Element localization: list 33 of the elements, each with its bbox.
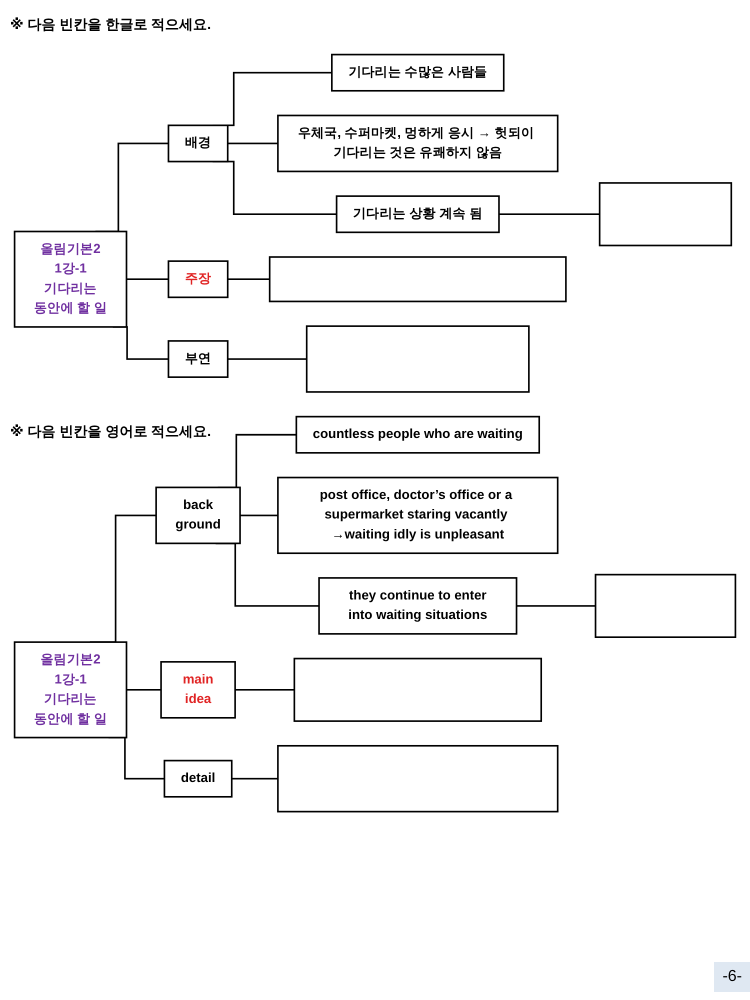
node-box: 부연 xyxy=(168,340,229,378)
connector xyxy=(235,689,294,691)
node-box: 우체국, 수퍼마켓, 멍하게 응시 → 헛되이 기다리는 것은 유쾌하지 않음 xyxy=(277,114,558,172)
connector xyxy=(228,142,278,144)
connector xyxy=(228,358,307,360)
connector xyxy=(240,514,278,516)
connector xyxy=(516,605,596,607)
node-box: detail xyxy=(164,760,233,798)
node-box: 주장 xyxy=(168,260,229,298)
instruction-text: ※ 다음 빈칸을 영어로 적으세요. xyxy=(10,423,212,442)
node-box: 올림기본2 1강-1 기다리는 동안에 할 일 xyxy=(14,230,128,328)
page-number: -6- xyxy=(714,962,750,992)
node-box: back ground xyxy=(155,486,241,544)
node-box xyxy=(598,182,732,246)
node-box xyxy=(594,574,736,638)
node-box: 올림기본2 1강-1 기다리는 동안에 할 일 xyxy=(14,641,128,738)
connector xyxy=(232,778,278,780)
node-box: 기다리는 수많은 사람들 xyxy=(331,54,505,92)
connector xyxy=(126,689,162,691)
connector xyxy=(498,213,600,216)
node-box xyxy=(306,325,530,393)
connector xyxy=(126,278,168,280)
node-box xyxy=(277,744,558,812)
node-box: 기다리는 상황 계속 됨 xyxy=(336,195,500,234)
node-box: 배경 xyxy=(168,124,229,162)
node-box: they continue to enter into waiting situations xyxy=(318,577,518,635)
node-box: main idea xyxy=(160,661,236,719)
node-box xyxy=(268,256,567,302)
instruction-text: ※ 다음 빈칸을 한글로 적으세요. xyxy=(10,16,212,34)
node-box: countless people who are waiting xyxy=(296,416,540,454)
node-box: post office, doctor’s office or a supermarket staring vacantly →waiting idly is unpleasant xyxy=(277,476,558,554)
connector xyxy=(228,278,270,280)
node-box xyxy=(294,658,542,722)
